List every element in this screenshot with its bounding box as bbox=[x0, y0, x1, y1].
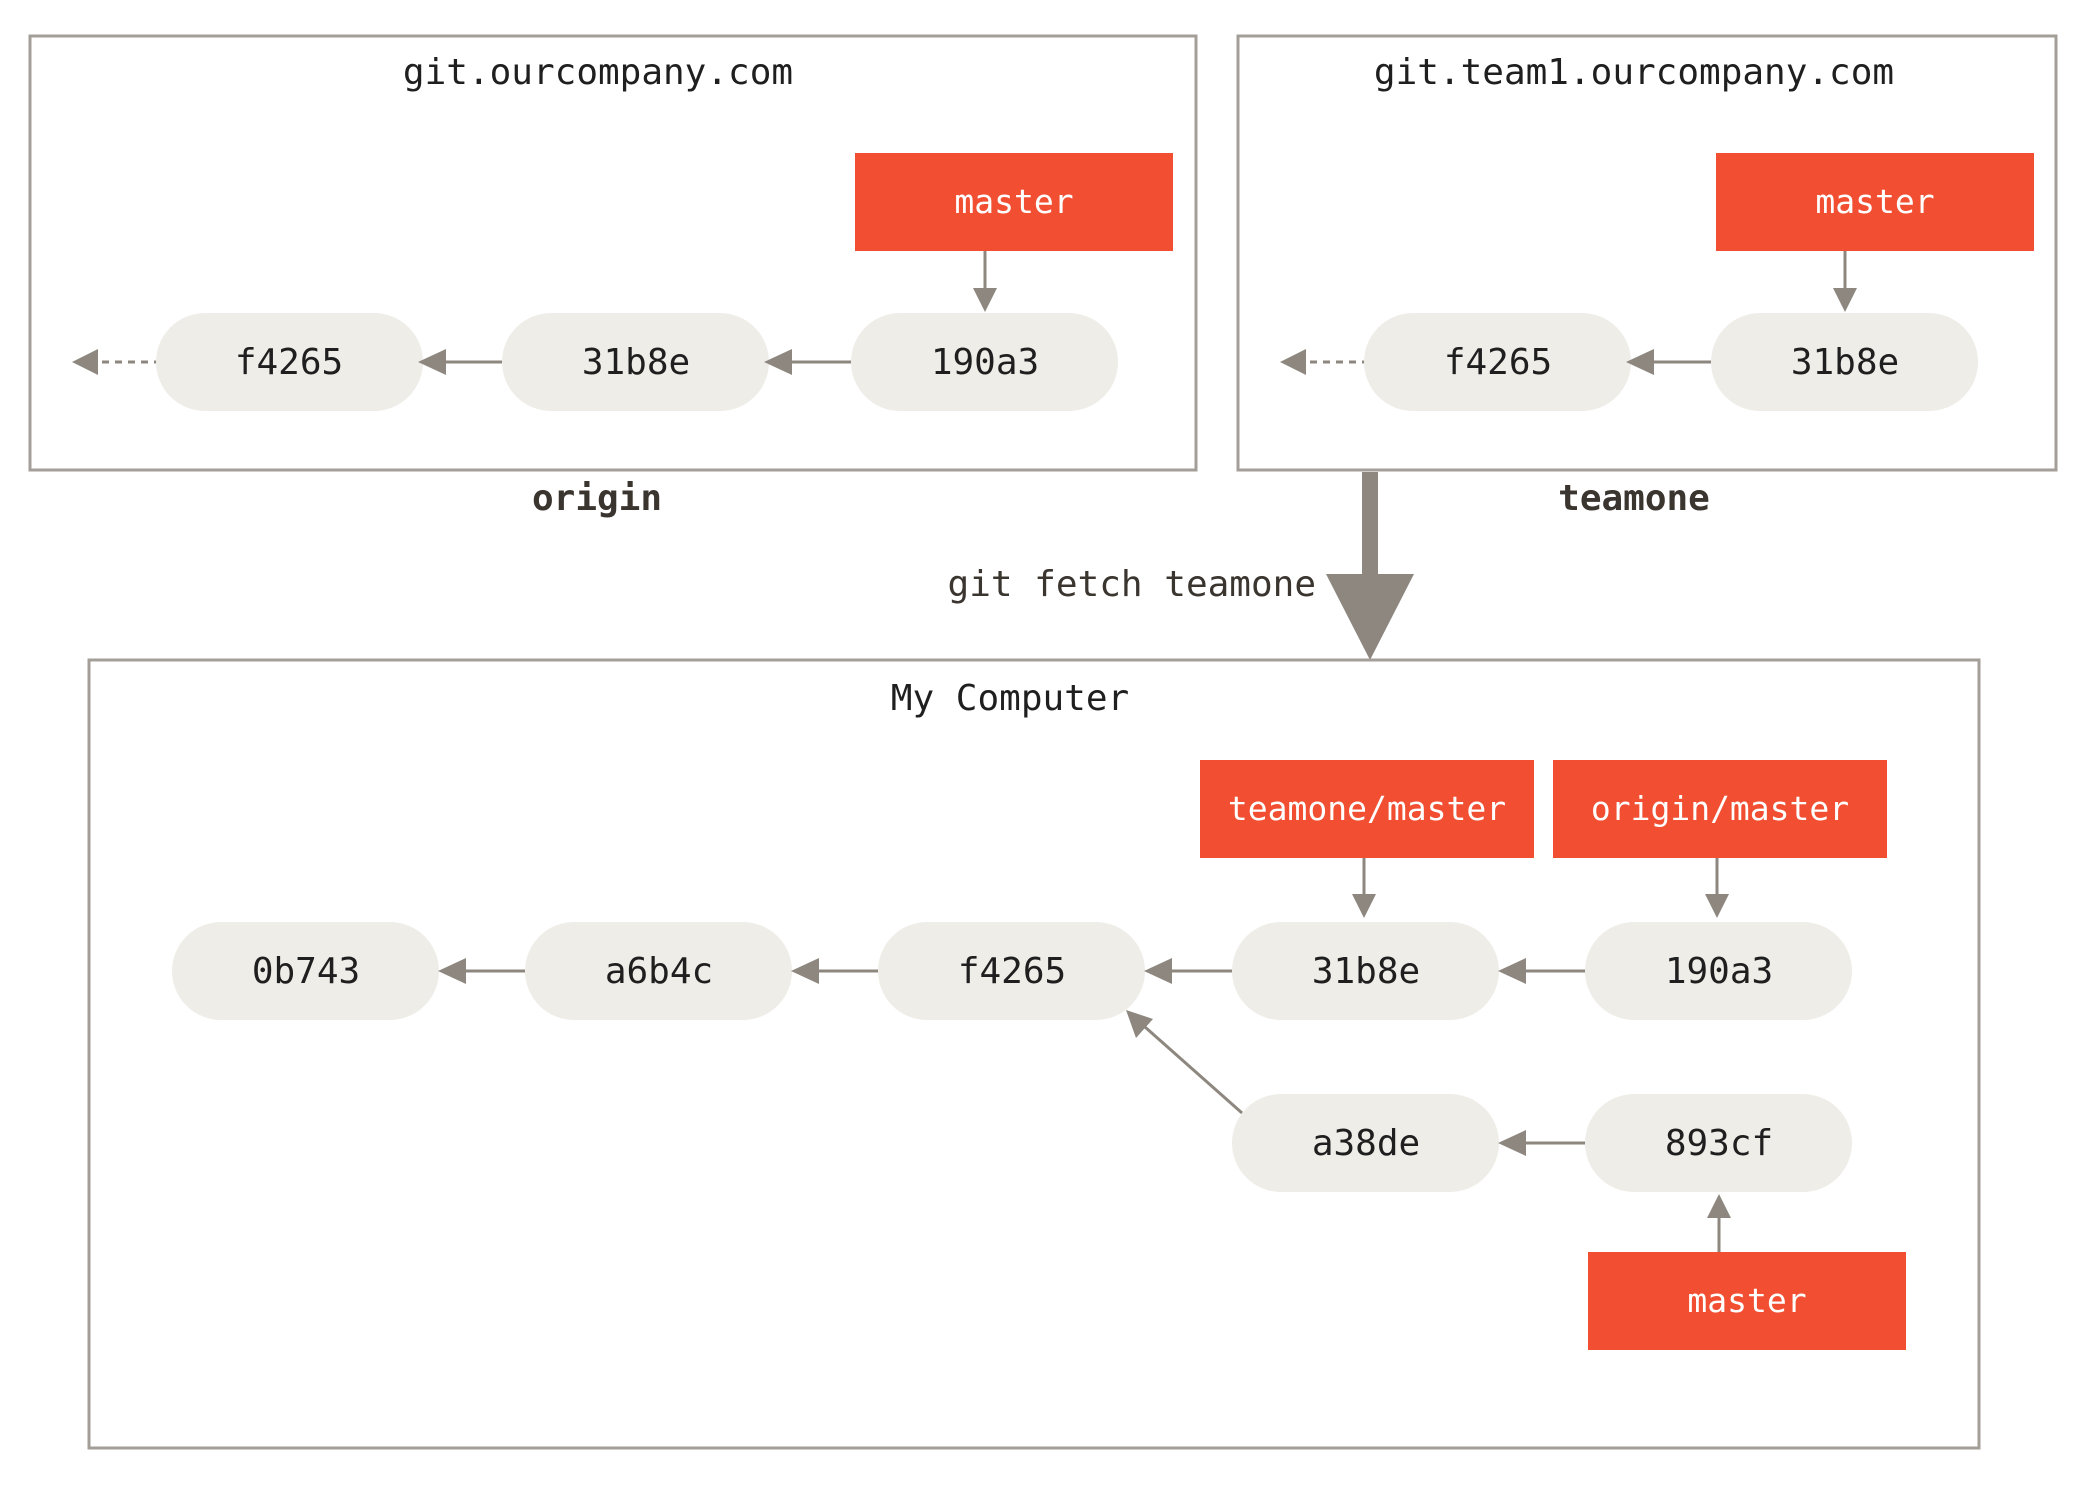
local-repository: My Computer teamone/master origin/master… bbox=[87, 658, 1981, 1450]
local-title: My Computer bbox=[891, 678, 1129, 719]
local-edge-f4265-a6b4c-head bbox=[791, 958, 819, 984]
origin-commit-190a3-label: 190a3 bbox=[931, 342, 1039, 383]
origin-remote-name: origin bbox=[532, 478, 662, 519]
local-commit-a6b4c bbox=[525, 922, 792, 1020]
local-edge-31b8e-f4265-head bbox=[1144, 958, 1172, 984]
origin-commit-31b8e bbox=[502, 313, 769, 411]
origin-master-remote-branch bbox=[1553, 760, 1887, 858]
origin-master-pointer-head bbox=[973, 288, 997, 312]
local-edge-a38de-f4265-head bbox=[1126, 1010, 1153, 1038]
fetch-command: git fetch teamone bbox=[948, 564, 1316, 605]
origin-commit-f4265-label: f4265 bbox=[235, 342, 343, 383]
origin-edge-31b8e-f4265-head bbox=[418, 349, 446, 375]
origin-server: git.ourcompany.com master f4265 31b8e 19… bbox=[28, 34, 1198, 519]
teamone-commit-31b8e-label: 31b8e bbox=[1791, 342, 1899, 383]
origin-commit-31b8e-label: 31b8e bbox=[582, 342, 690, 383]
local-commit-893cf bbox=[1585, 1094, 1852, 1192]
local-commit-a38de-label: a38de bbox=[1312, 1123, 1420, 1164]
fetch-arrow: git fetch teamone bbox=[948, 472, 1414, 660]
origin-master-branch bbox=[855, 153, 1173, 251]
local-master-branch bbox=[1588, 1252, 1906, 1350]
local-commit-0b743-label: 0b743 bbox=[252, 951, 360, 992]
teamone-edge-31b8e-f4265-head bbox=[1626, 349, 1654, 375]
teamone-master-remote-pointer-head bbox=[1352, 894, 1376, 918]
local-commit-f4265-label: f4265 bbox=[958, 951, 1066, 992]
origin-commit-190a3 bbox=[851, 313, 1118, 411]
fetch-arrow-head bbox=[1326, 574, 1414, 660]
fetch-arrow-shaft bbox=[1362, 472, 1378, 576]
local-commit-f4265 bbox=[878, 922, 1145, 1020]
teamone-master-remote-branch-label: teamone/master bbox=[1228, 789, 1506, 828]
origin-edge-190a3-31b8e-head bbox=[764, 349, 792, 375]
local-commit-0b743 bbox=[172, 922, 439, 1020]
local-commit-893cf-label: 893cf bbox=[1665, 1123, 1773, 1164]
teamone-commit-f4265-label: f4265 bbox=[1444, 342, 1552, 383]
origin-history-continues-head bbox=[72, 349, 98, 375]
teamone-commit-31b8e bbox=[1711, 313, 1978, 411]
teamone-master-branch bbox=[1716, 153, 2034, 251]
origin-host: git.ourcompany.com bbox=[403, 52, 793, 93]
local-commit-190a3-label: 190a3 bbox=[1665, 951, 1773, 992]
local-edge-190a3-31b8e-head bbox=[1498, 958, 1526, 984]
local-commit-a6b4c-label: a6b4c bbox=[605, 951, 713, 992]
teamone-remote-name: teamone bbox=[1558, 478, 1710, 519]
local-commit-190a3 bbox=[1585, 922, 1852, 1020]
teamone-master-label: master bbox=[1815, 182, 1934, 221]
teamone-master-pointer-head bbox=[1833, 288, 1857, 312]
local-commit-31b8e bbox=[1232, 922, 1499, 1020]
local-master-branch-label: master bbox=[1687, 1281, 1806, 1320]
local-edge-a38de-f4265 bbox=[1144, 1025, 1243, 1115]
origin-master-remote-pointer-head bbox=[1705, 894, 1729, 918]
local-master-pointer-head bbox=[1707, 1194, 1731, 1218]
teamone-server: git.team1.ourcompany.com master f4265 31… bbox=[1236, 34, 2058, 519]
teamone-history-continues-head bbox=[1280, 349, 1306, 375]
origin-commit-f4265 bbox=[156, 313, 423, 411]
origin-master-label: master bbox=[954, 182, 1073, 221]
teamone-master-remote-branch bbox=[1200, 760, 1534, 858]
local-edge-a6b4c-0b743-head bbox=[438, 958, 466, 984]
teamone-commit-f4265 bbox=[1364, 313, 1631, 411]
local-edge-893cf-a38de-head bbox=[1498, 1130, 1526, 1156]
local-commit-31b8e-label: 31b8e bbox=[1312, 951, 1420, 992]
local-commit-a38de bbox=[1232, 1094, 1499, 1192]
teamone-host: git.team1.ourcompany.com bbox=[1374, 52, 1894, 93]
origin-master-remote-branch-label: origin/master bbox=[1591, 789, 1849, 828]
